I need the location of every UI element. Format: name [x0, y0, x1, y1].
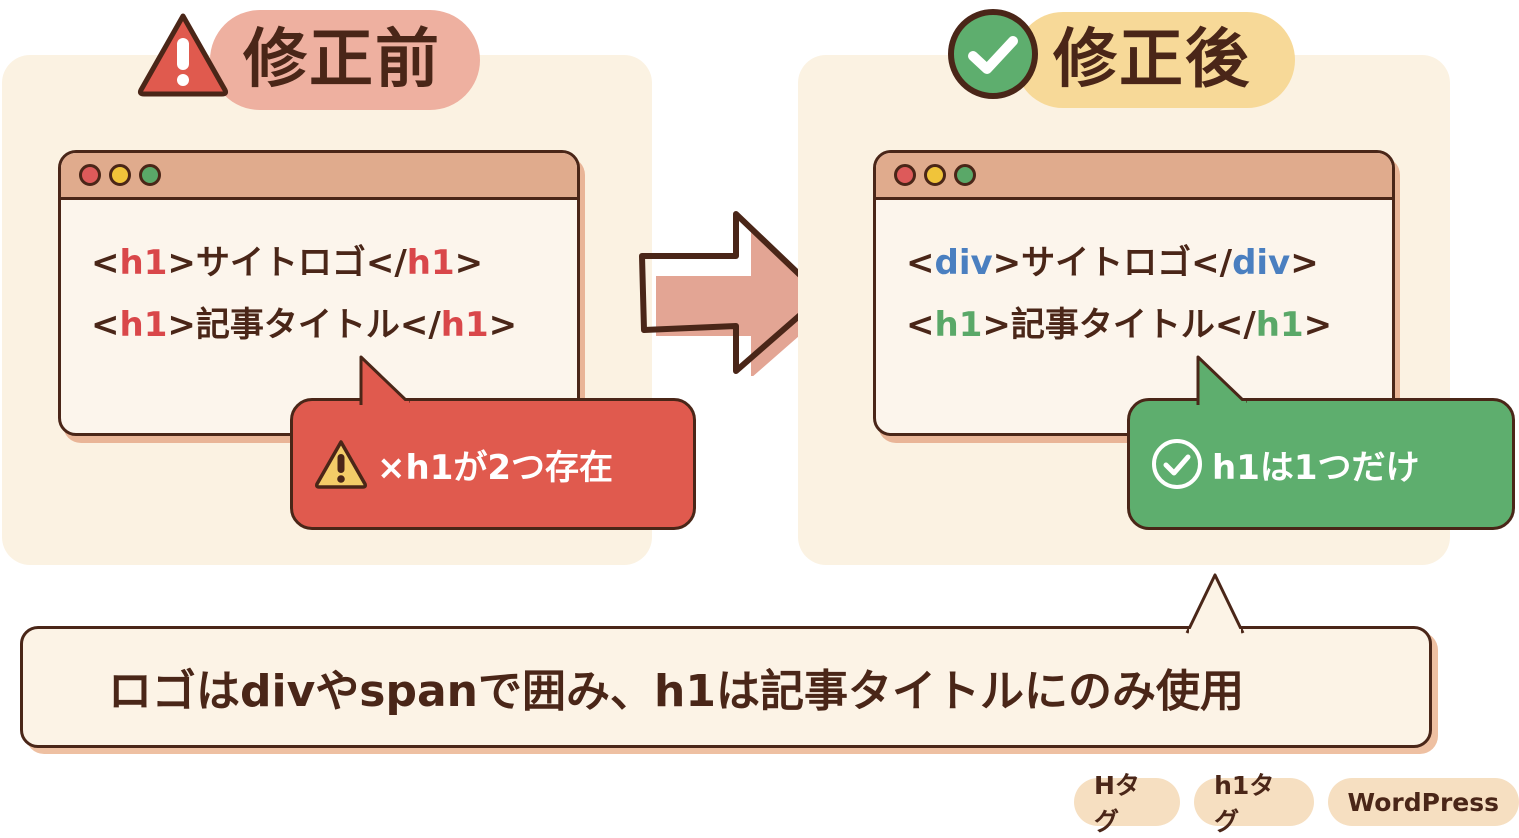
before-error-callout: ×h1が2つ存在 [290, 355, 696, 530]
arrow-right-icon [639, 211, 831, 376]
code-line: <h1>記事タイトル</h1> [91, 305, 518, 345]
tag-chip[interactable]: Hタグ [1074, 771, 1181, 836]
check-circle-outline-icon [1152, 439, 1202, 489]
before-callout-text: ×h1が2つ存在 [377, 447, 614, 488]
callout-tail [1185, 573, 1245, 635]
warning-triangle-icon [315, 440, 367, 489]
before-browser-window: <h1>サイトロゴ</h1> <h1>記事タイトル</h1> [58, 150, 580, 436]
summary-callout: ロゴはdivやspanで囲み、h1は記事タイトルにのみ使用 [20, 573, 1432, 748]
close-dot-icon [79, 164, 101, 186]
callout-tail [1196, 355, 1248, 405]
minimize-dot-icon [924, 164, 946, 186]
check-circle-icon [948, 9, 1038, 99]
after-heading-pill [1015, 12, 1295, 108]
after-heading-text: 修正後 [1053, 23, 1251, 97]
code-line: <h1>記事タイトル</h1> [906, 305, 1333, 345]
before-heading: 修正前 [135, 6, 480, 110]
before-heading-text: 修正前 [243, 23, 441, 97]
maximize-dot-icon [954, 164, 976, 186]
after-code-block: <div>サイトロゴ</div> <h1>記事タイトル</h1> [876, 200, 1392, 356]
after-browser-window: <div>サイトロゴ</div> <h1>記事タイトル</h1> [873, 150, 1395, 436]
browser-title-bar [876, 153, 1392, 200]
before-code-block: <h1>サイトロゴ</h1> <h1>記事タイトル</h1> [61, 200, 577, 356]
close-dot-icon [894, 164, 916, 186]
code-line: <div>サイトロゴ</div> [906, 243, 1319, 283]
maximize-dot-icon [139, 164, 161, 186]
after-callout-text: h1は1つだけ [1212, 447, 1420, 488]
tag-chip[interactable]: WordPress [1327, 778, 1519, 826]
callout-tail [359, 355, 411, 405]
code-line: <h1>サイトロゴ</h1> [91, 243, 484, 283]
tag-list: Hタグ h1タグ WordPress [1074, 771, 1519, 836]
warning-triangle-icon [137, 13, 229, 97]
before-heading-pill [210, 10, 480, 110]
minimize-dot-icon [109, 164, 131, 186]
tag-chip[interactable]: h1タグ [1194, 771, 1314, 836]
browser-title-bar [61, 153, 577, 200]
after-success-callout: h1は1つだけ [1127, 355, 1515, 530]
summary-text: ロゴはdivやspanで囲み、h1は記事タイトルにのみ使用 [108, 666, 1244, 717]
after-heading: 修正後 [945, 6, 1295, 108]
